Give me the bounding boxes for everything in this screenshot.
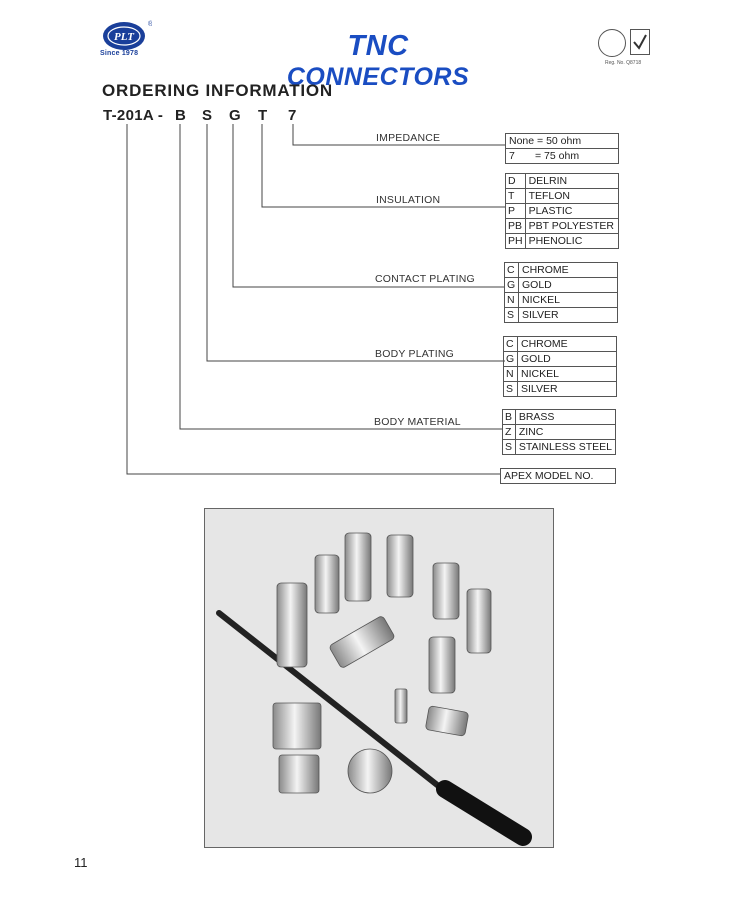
table-row: None = 50 ohm [505,133,619,149]
apex-model-label: APEX MODEL NO. [500,468,616,484]
contact-plating-option-code: G [504,277,519,293]
body-plating-option-text: SILVER [517,381,617,397]
impedance-option-text: = 75 ohm [532,148,619,164]
body-material-option-code: Z [502,424,516,440]
body-material-option-text: STAINLESS STEEL [514,439,617,455]
insulation-option-text: PBT POLYESTER [524,218,620,234]
body-plating-line [206,124,505,362]
since-label: Since 1978 [100,50,139,57]
registered-mark: ® [148,20,152,28]
insulation-option-code: P [505,203,526,219]
impedance-option-code: None = 50 ohm [505,133,619,149]
body-plating-option-code: C [503,336,518,352]
page-title: TNC CONNECTORS [258,30,498,92]
insulation-option-text: PHENOLIC [524,233,620,249]
title-tnc: TNC [347,30,409,62]
code-letter-insulation: T [258,107,268,124]
plt-logo: PLT ® [103,20,152,50]
certification-check-icon [630,29,650,55]
body-plating-option-code: S [503,381,518,397]
impedance-label: IMPEDANCE [376,132,441,144]
insulation-label: INSULATION [376,194,441,206]
page-number: 11 [74,855,88,870]
insulation-option-text: DELRIN [524,173,620,189]
logo-text: PLT [114,31,135,43]
body-plating-option-code: G [503,351,518,367]
model-base-code: T-201A - [103,107,164,124]
insulation-line [261,124,505,208]
impedance-line [292,124,505,146]
body-material-line [179,124,502,430]
table-row: 7= 75 ohm [505,148,619,164]
contact-plating-option-code: C [504,262,519,278]
insulation-option-code: D [505,173,526,189]
code-letter-body-material: B [175,107,186,124]
insulation-option-text: TEFLON [524,188,620,204]
code-letter-contact-plating: G [229,107,241,124]
body-plating-label: BODY PLATING [375,348,455,360]
iso-certification-icon [598,29,626,57]
body-material-option-code: B [502,409,516,425]
contact-plating-option-text: NICKEL [518,292,618,308]
title-connectors: CONNECTORS [286,63,470,91]
impedance-table: None = 50 ohm 7= 75 ohm [505,133,619,164]
insulation-option-code: PB [505,218,526,234]
body-material-label: BODY MATERIAL [374,416,461,428]
contact-plating-option-text: SILVER [518,307,618,323]
ordering-heading: ORDERING INFORMATION [102,81,334,100]
code-letter-body-plating: S [202,107,213,124]
contact-plating-option-text: GOLD [518,277,618,293]
insulation-option-code: PH [505,233,526,249]
contact-plating-option-text: CHROME [518,262,618,278]
insulation-option-text: PLASTIC [524,203,620,219]
impedance-option-code: 7 [505,148,532,164]
body-plating-option-text: CHROME [517,336,617,352]
body-material-option-text: BRASS [514,409,617,425]
table-row: APEX MODEL NO. [500,468,616,484]
product-photo [204,508,554,848]
connectors-photo-illustration [205,509,553,847]
insulation-option-code: T [505,188,526,204]
contact-plating-option-code: N [504,292,519,308]
apex-model-table: APEX MODEL NO. [500,468,616,484]
code-letter-impedance: 7 [288,107,297,124]
apex-model-line [126,124,500,475]
contact-plating-line [232,124,505,288]
body-plating-option-text: NICKEL [517,366,617,382]
body-material-option-code: S [502,439,516,455]
body-plating-option-code: N [503,366,518,382]
registration-number: Reg. No. Q8718 [605,60,642,66]
body-material-option-text: ZINC [514,424,617,440]
contact-plating-option-code: S [504,307,519,323]
body-plating-option-text: GOLD [517,351,617,367]
contact-plating-label: CONTACT PLATING [375,273,475,285]
